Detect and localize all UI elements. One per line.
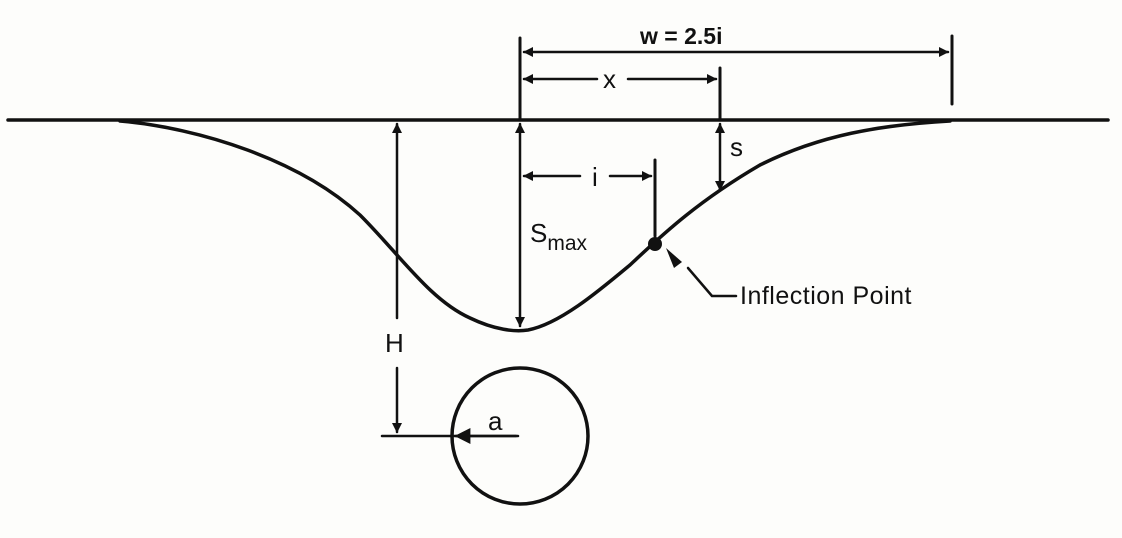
tunnel-cross-section — [450, 366, 590, 506]
smax-label: Smax — [530, 218, 588, 255]
inflection-point-marker — [648, 237, 662, 251]
inflection-point-leader-line — [686, 266, 738, 298]
settlement-trough-curve — [118, 119, 952, 333]
w-dimension-label: w = 2.5i — [639, 23, 722, 49]
tunnel-radius-label: a — [488, 406, 503, 436]
i-dimension-label: i — [592, 162, 598, 192]
inflection-point-label: Inflection Point — [740, 282, 912, 310]
inflection-point-leader-arrowhead — [666, 248, 682, 268]
s-settlement-label: s — [730, 132, 743, 162]
h-depth-label: H — [385, 328, 404, 358]
x-dimension-label: x — [603, 64, 616, 94]
